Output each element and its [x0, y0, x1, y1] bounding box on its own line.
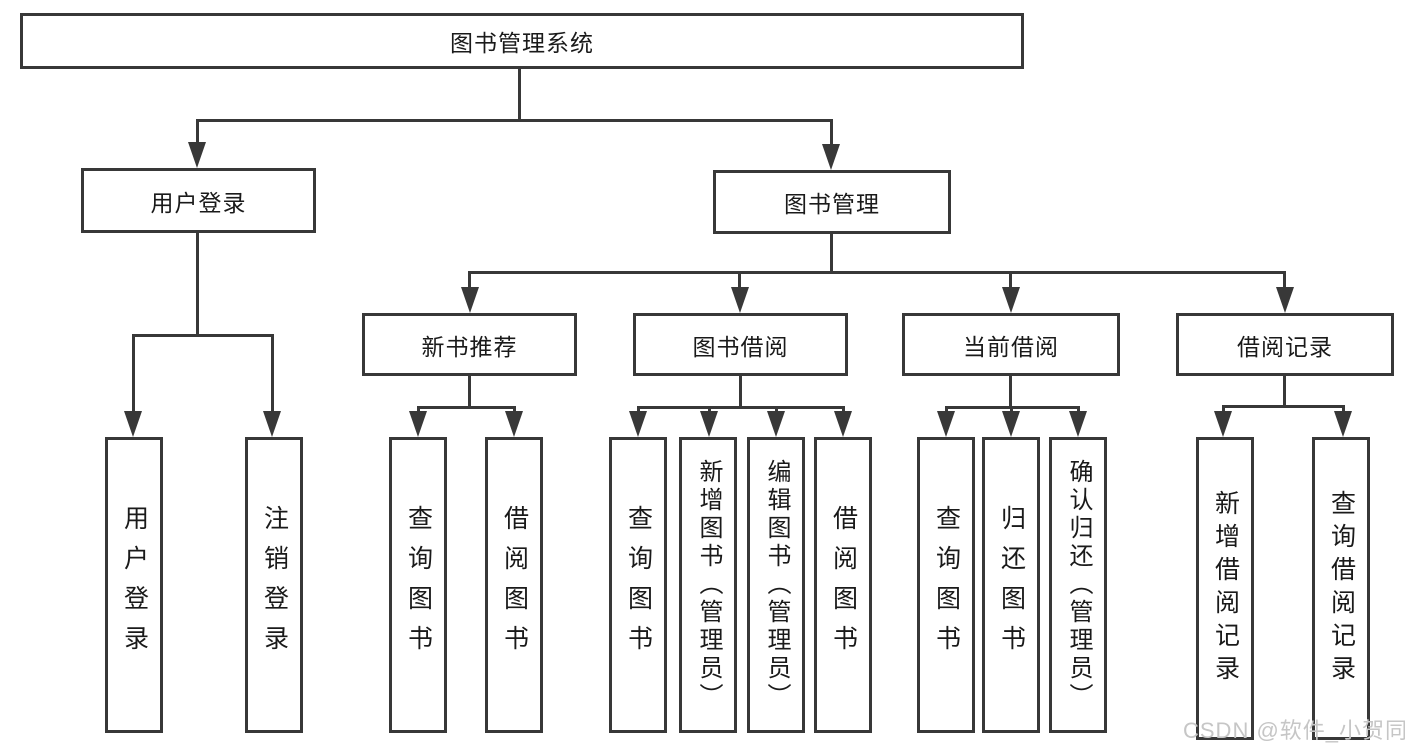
leaf-logout: 注销登录 — [245, 437, 303, 733]
node-label: 图书借阅 — [692, 333, 789, 360]
arrow-down-icon — [1002, 287, 1020, 313]
arrow-down-icon — [822, 144, 840, 170]
connector-line — [637, 406, 640, 415]
leaf-add-borrow-record: 新增借阅记录 — [1196, 437, 1254, 740]
connector-line — [830, 234, 833, 274]
leaf-query-borrow-record: 查询借阅记录 — [1312, 437, 1370, 740]
connector-line — [830, 119, 833, 147]
connector-line — [513, 406, 516, 415]
connector-line — [1077, 406, 1080, 415]
node-label: 图书管理 — [784, 191, 880, 217]
arrow-down-icon — [1276, 287, 1294, 313]
connector-line — [1342, 405, 1345, 414]
arrow-down-icon — [1002, 411, 1020, 437]
arrow-down-icon — [767, 411, 785, 437]
leaf-borrow-book-recommend: 借阅图书 — [485, 437, 543, 733]
connector-line — [708, 406, 711, 415]
connector-line — [132, 334, 274, 337]
arrow-down-icon — [700, 411, 718, 437]
leaf-query-book-borrow: 查询图书 — [609, 437, 667, 733]
arrow-down-icon — [263, 411, 281, 437]
arrow-down-icon — [1069, 411, 1087, 437]
node-new-book-recommend: 新书推荐 — [362, 313, 577, 376]
node-user-login: 用户登录 — [81, 168, 316, 233]
leaf-return-book: 归还图书 — [982, 437, 1040, 733]
connector-line — [1010, 406, 1013, 415]
leaf-label: 新增借阅记录 — [1211, 489, 1240, 688]
connector-line — [739, 376, 742, 409]
leaf-edit-book-admin: 编辑图书（管理员） — [747, 437, 805, 733]
leaf-user-login: 用户登录 — [105, 437, 163, 733]
connector-line — [842, 406, 845, 415]
leaf-label: 新增图书（管理员） — [695, 459, 722, 711]
node-label: 借阅记录 — [1237, 333, 1333, 360]
leaf-label: 查询图书 — [932, 505, 961, 665]
connector-line — [417, 406, 516, 409]
connector-line — [468, 271, 1286, 274]
connector-line — [518, 69, 521, 122]
node-book-management: 图书管理 — [713, 170, 951, 234]
leaf-label: 注销登录 — [260, 505, 289, 665]
node-label: 当前借阅 — [963, 333, 1059, 360]
arrow-down-icon — [834, 411, 852, 437]
connector-line — [1283, 271, 1286, 291]
node-borrow-record: 借阅记录 — [1176, 313, 1394, 376]
arrow-down-icon — [937, 411, 955, 437]
leaf-confirm-return-admin: 确认归还（管理员） — [1049, 437, 1107, 733]
connector-line — [417, 406, 420, 415]
arrow-down-icon — [629, 411, 647, 437]
connector-line — [132, 334, 135, 413]
arrow-down-icon — [731, 287, 749, 313]
leaf-label: 用户登录 — [120, 505, 149, 665]
arrow-down-icon — [188, 142, 206, 168]
arrow-down-icon — [409, 411, 427, 437]
leaf-borrow-book: 借阅图书 — [814, 437, 872, 733]
arrow-down-icon — [1214, 411, 1232, 437]
leaf-query-book-recommend: 查询图书 — [389, 437, 447, 733]
leaf-label: 查询图书 — [624, 505, 653, 665]
leaf-label: 查询图书 — [404, 505, 433, 665]
connector-line — [1009, 376, 1012, 409]
connector-line — [196, 119, 833, 122]
connector-line — [637, 406, 845, 409]
connector-line — [1283, 376, 1286, 408]
arrow-down-icon — [124, 411, 142, 437]
connector-line — [1222, 405, 1345, 408]
node-current-borrow: 当前借阅 — [902, 313, 1120, 376]
connector-line — [1009, 271, 1012, 291]
connector-line — [468, 376, 471, 409]
node-label: 用户登录 — [150, 189, 247, 216]
node-label: 图书管理系统 — [450, 30, 594, 56]
connector-line — [775, 406, 778, 415]
connector-line — [945, 406, 948, 415]
leaf-label: 查询借阅记录 — [1327, 489, 1356, 688]
connector-line — [196, 233, 199, 337]
connector-line — [196, 119, 199, 147]
leaf-label: 编辑图书（管理员） — [763, 459, 790, 711]
arrow-down-icon — [461, 287, 479, 313]
node-root-library-system: 图书管理系统 — [20, 13, 1024, 69]
leaf-label: 确认归还（管理员） — [1065, 459, 1092, 711]
connector-line — [1222, 405, 1225, 414]
arrow-down-icon — [505, 411, 523, 437]
connector-line — [271, 334, 274, 413]
leaf-query-book-current: 查询图书 — [917, 437, 975, 733]
node-label: 新书推荐 — [421, 333, 518, 360]
node-book-borrow: 图书借阅 — [633, 313, 848, 376]
leaf-label: 借阅图书 — [500, 505, 529, 665]
leaf-label: 借阅图书 — [829, 505, 858, 665]
leaf-add-book-admin: 新增图书（管理员） — [679, 437, 737, 733]
leaf-label: 归还图书 — [997, 505, 1026, 665]
csdn-watermark: CSDN @软件_小贺同学 — [1183, 718, 1405, 743]
arrow-down-icon — [1334, 411, 1352, 437]
connector-line — [738, 271, 741, 291]
connector-line — [468, 271, 471, 291]
